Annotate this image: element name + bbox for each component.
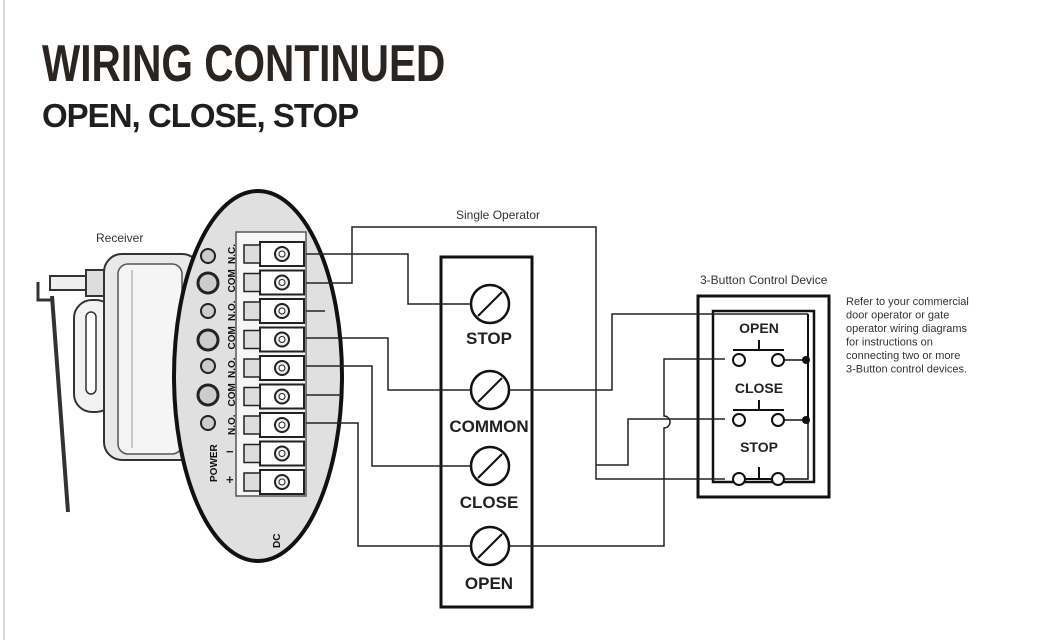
receiver-unit	[36, 253, 201, 513]
control-device-label: 3-Button Control Device	[700, 273, 828, 287]
terminal-screw-head	[278, 478, 286, 486]
receiver-connector	[49, 275, 91, 291]
wire-open-control	[510, 358, 725, 547]
operator-terminal-list: STOP COMMON CLOSE OPEN	[449, 283, 529, 593]
dc-label: DC	[272, 534, 283, 548]
screw-slot	[477, 377, 503, 403]
single-operator-label: Single Operator	[456, 208, 540, 222]
contact-left	[732, 472, 746, 486]
note-line: operator wiring diagrams	[846, 323, 968, 335]
receiver-antenna	[50, 295, 70, 513]
note-line: door operator or gate	[846, 310, 949, 322]
status-led	[200, 248, 216, 264]
terminal-clamp	[243, 386, 261, 407]
receiver-antenna-hook	[36, 282, 52, 302]
terminal-screw-head	[278, 393, 286, 400]
note-line: 3-Button control devices.	[846, 364, 967, 376]
terminal-label: COM	[227, 269, 238, 292]
operator-terminal-label: OPEN	[465, 574, 513, 593]
terminal-label: N.C.	[227, 244, 238, 264]
terminal-label: COM	[227, 326, 238, 349]
contact-right	[771, 413, 785, 427]
terminal-screw-head	[278, 421, 286, 429]
screw-slot	[477, 291, 503, 317]
contact-left	[732, 413, 746, 427]
terminal-clamp	[243, 329, 261, 350]
note-line: Refer to your commercial	[846, 296, 969, 308]
contact-left	[732, 353, 746, 367]
screw-slot	[477, 453, 503, 479]
receiver-mount-slot	[85, 311, 97, 395]
wire-common-receiver	[306, 337, 471, 391]
wire-stop-receiver	[306, 253, 471, 305]
status-led	[200, 303, 216, 319]
operator-terminal-label: COMMON	[449, 417, 528, 436]
control-button-label: CLOSE	[735, 380, 783, 396]
terminal-block: N.C. COM N.O. COM N.O. COM N.O.	[196, 241, 305, 495]
terminal-label: N.O.	[227, 414, 238, 435]
terminal-screw-head	[278, 336, 286, 343]
contact-right	[771, 353, 785, 367]
power-label: POWER	[209, 443, 220, 482]
terminal-screw-head	[278, 450, 286, 457]
screw-slot	[477, 533, 503, 559]
wire-close-receiver	[306, 365, 471, 467]
receiver-connector-nut	[85, 269, 105, 297]
control-button-label: OPEN	[739, 320, 779, 336]
control-button-list: OPEN CLOSE STOP	[732, 320, 809, 486]
terminal-clamp	[243, 472, 261, 492]
status-led	[196, 271, 220, 295]
terminal-screw-head	[278, 364, 286, 372]
terminal-clamp	[243, 301, 261, 321]
terminal-clamp	[243, 358, 261, 378]
status-led	[196, 328, 220, 352]
junction-close	[802, 416, 810, 424]
terminal-label: N.O.	[227, 357, 238, 378]
control-button-label: STOP	[740, 439, 778, 455]
terminal-clamp	[243, 415, 261, 435]
contact-right	[771, 472, 785, 486]
page-subtitle: OPEN, CLOSE, STOP	[42, 97, 359, 134]
terminal-clamp	[243, 244, 261, 264]
power-minus-sign: −	[226, 444, 234, 459]
page-title: WIRING CONTINUED	[42, 35, 446, 93]
wiring	[306, 226, 810, 547]
receiver-label: Receiver	[96, 231, 143, 245]
operator-terminal-label: CLOSE	[460, 493, 519, 512]
terminal-screw-head	[278, 307, 286, 315]
wire-single-operator-loop	[306, 226, 725, 480]
status-led	[196, 383, 220, 407]
wire-common-control	[510, 313, 808, 391]
status-led	[200, 415, 216, 431]
wire-open-receiver	[306, 422, 471, 547]
terminal-label: COM	[227, 383, 238, 406]
power-plus-sign: +	[226, 472, 234, 487]
note-line: for instructions on	[846, 337, 933, 349]
terminal-clamp	[243, 272, 261, 293]
junction-open	[802, 356, 810, 364]
terminal-screw-head	[278, 250, 286, 258]
operator-terminal-label: STOP	[466, 329, 512, 348]
wire-close-to-device	[596, 418, 725, 466]
contact-wire	[784, 420, 809, 480]
note-line: connecting two or more	[846, 350, 960, 362]
status-led	[200, 358, 216, 374]
terminal-clamp	[243, 443, 261, 464]
terminal-screw-head	[278, 279, 286, 286]
control-device-inner	[711, 309, 816, 484]
instruction-note: Refer to your commercial door operator or…	[846, 296, 969, 376]
terminal-label: N.O.	[227, 300, 238, 321]
